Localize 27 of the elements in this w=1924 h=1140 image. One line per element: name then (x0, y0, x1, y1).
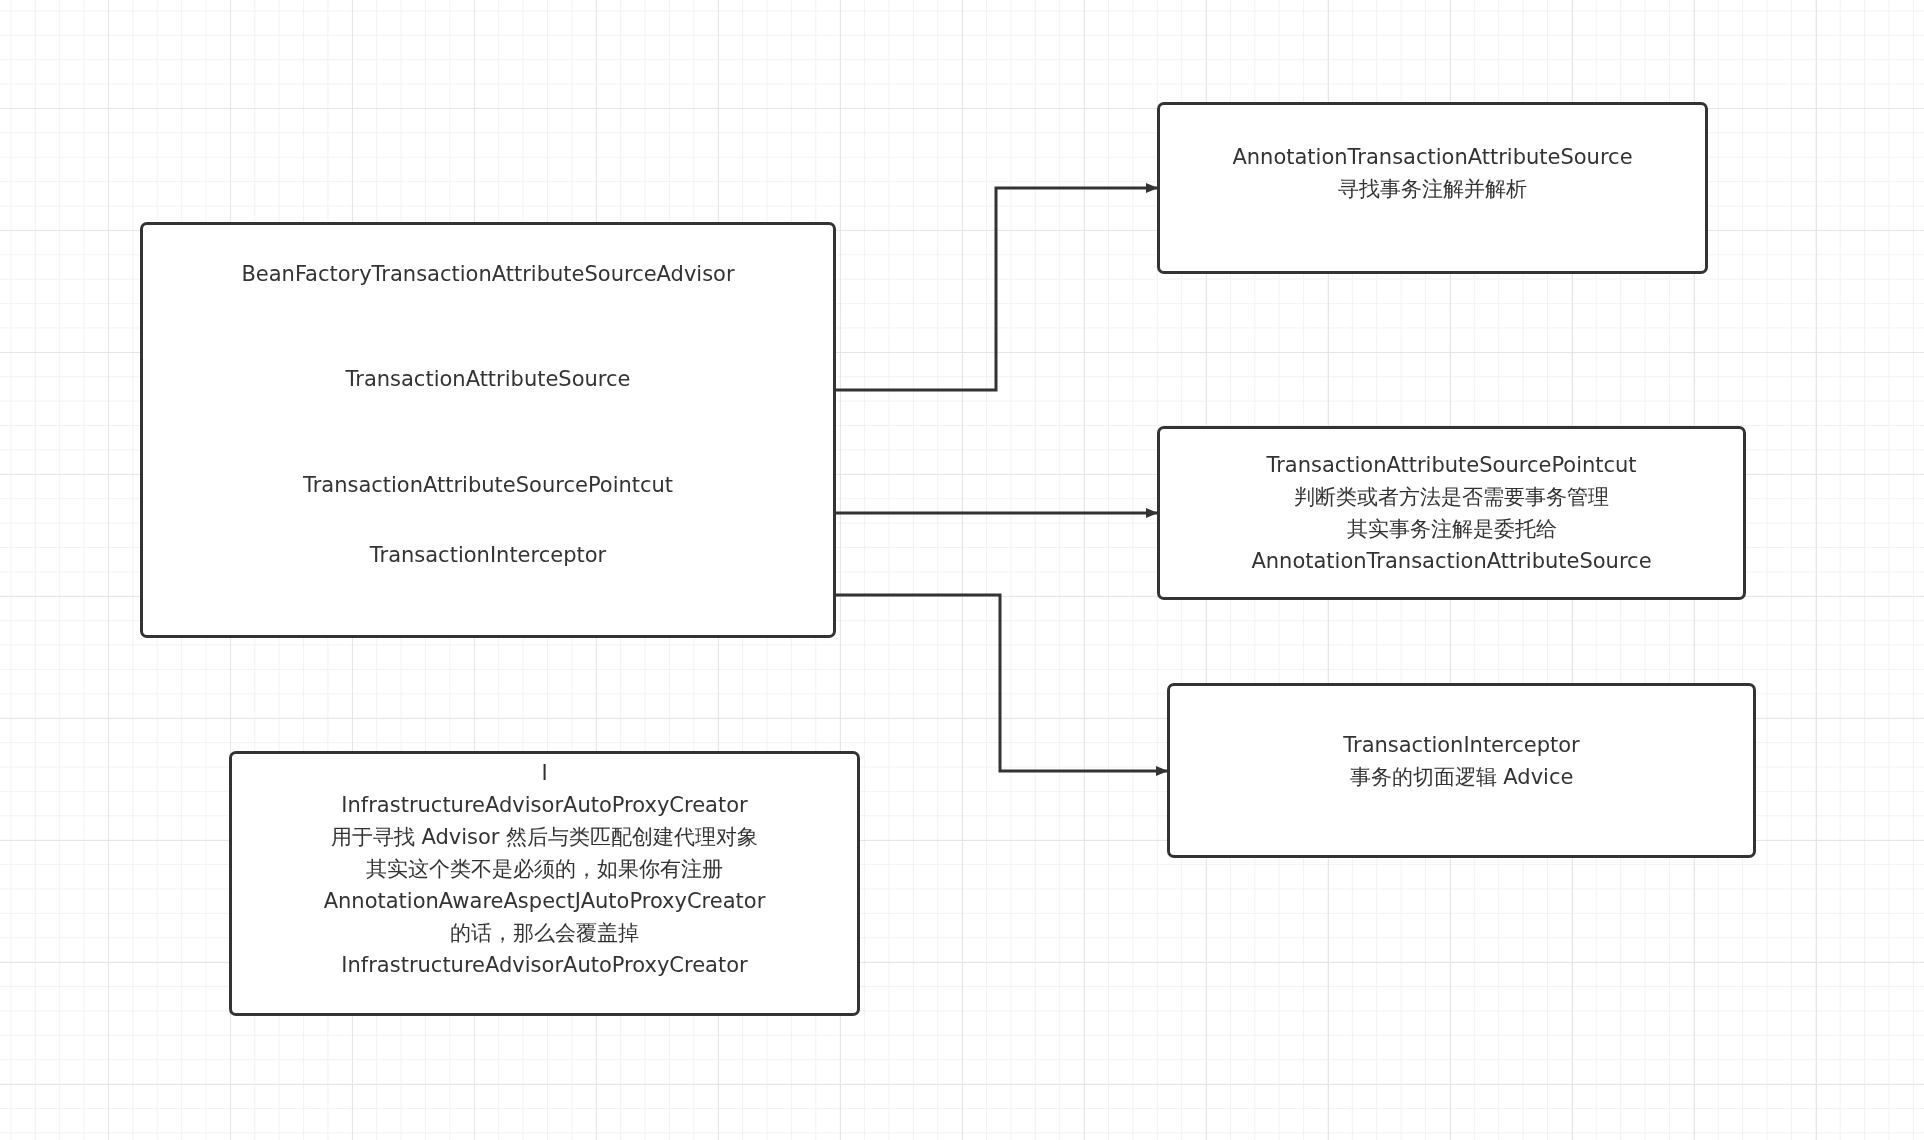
box-text: 事务的切面逻辑 Advice (1349, 763, 1574, 791)
box-text: 用于寻找 Advisor 然后与类匹配创建代理对象 (330, 823, 759, 851)
box-text: TransactionInterceptor (368, 542, 608, 569)
box-text: TransactionAttributeSourcePointcut (301, 472, 675, 499)
box-text: 其实这个类不是必须的，如果你有注册 (366, 855, 723, 883)
class-box (1157, 102, 1708, 274)
arrow (836, 508, 1158, 518)
class-box (1167, 683, 1756, 858)
box-text: 判断类或者方法是否需要事务管理 (1294, 484, 1609, 511)
box-text: InfrastructureAdvisorAutoProxyCreator (341, 951, 748, 979)
arrow (836, 183, 1158, 392)
box-text: AnnotationAwareAspectJAutoProxyCreator (323, 887, 766, 915)
box-text: AnnotationTransactionAttributeSource (1232, 144, 1633, 171)
box-text: BeanFactoryTransactionAttributeSourceAdvisor (240, 261, 736, 288)
note-box (229, 751, 860, 1016)
arrow (836, 593, 1168, 776)
box-text: 的话，那么会覆盖掉 (450, 919, 639, 947)
box-text: 其实事务注解是委托给 (1346, 516, 1557, 543)
class-box (1157, 426, 1746, 600)
class-box (140, 222, 836, 638)
box-text: I (541, 759, 548, 787)
box-text: 寻找事务注解并解析 (1338, 176, 1527, 203)
box-text: TransactionInterceptor (1343, 731, 1580, 759)
box-text: TransactionAttributeSource (344, 366, 632, 393)
box-text: InfrastructureAdvisorAutoProxyCreator (341, 791, 748, 819)
box-text: TransactionAttributeSourcePointcut (1266, 452, 1637, 479)
box-text: AnnotationTransactionAttributeSource (1251, 548, 1652, 575)
